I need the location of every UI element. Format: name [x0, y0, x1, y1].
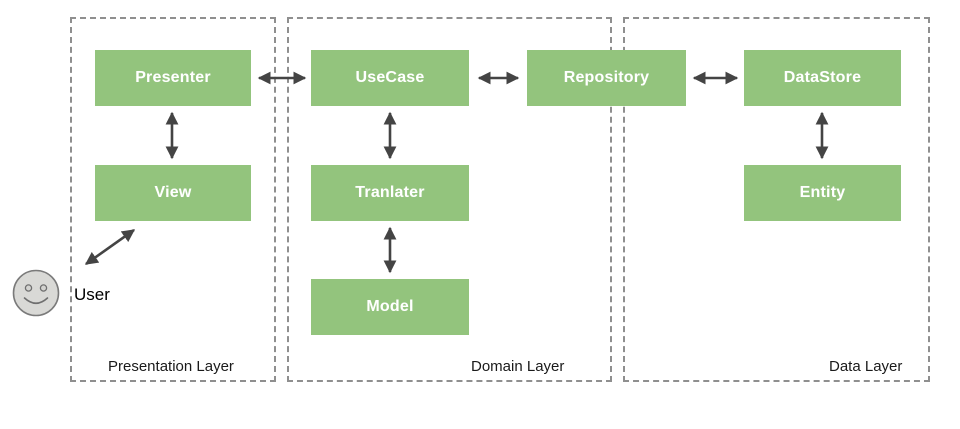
node-label: Repository [563, 69, 650, 86]
layer-label-text: Data Layer [829, 358, 903, 375]
layer-label-data: Data Layer [829, 358, 902, 375]
layer-container-domain [287, 17, 612, 382]
node-tranlater[interactable]: Tranlater [311, 165, 469, 221]
layer-label-text: Presentation Layer [108, 358, 234, 375]
smiley-face-icon [12, 269, 60, 317]
node-view[interactable]: View [95, 165, 251, 221]
layer-container-presentation [70, 17, 276, 382]
node-datastore[interactable]: DataStore [744, 50, 901, 106]
node-label: Entity [799, 184, 846, 201]
node-repository[interactable]: Repository [527, 50, 686, 106]
node-label: Tranlater [355, 184, 425, 201]
layer-container-data [623, 17, 930, 382]
actor-label-text: User [74, 285, 110, 304]
node-label: Presenter [135, 69, 211, 86]
layer-label-domain: Domain Layer [471, 358, 564, 375]
node-model[interactable]: Model [311, 279, 469, 335]
node-label: Model [366, 298, 414, 315]
node-entity[interactable]: Entity [744, 165, 901, 221]
node-presenter[interactable]: Presenter [95, 50, 251, 106]
arrow-user-view [84, 228, 136, 266]
actor-label-user: User [74, 285, 110, 305]
layer-label-presentation: Presentation Layer [108, 358, 234, 375]
node-label: UseCase [355, 69, 425, 86]
node-usecase[interactable]: UseCase [311, 50, 469, 106]
node-label: View [154, 184, 192, 201]
layer-label-text: Domain Layer [471, 358, 565, 375]
node-label: DataStore [783, 69, 862, 86]
